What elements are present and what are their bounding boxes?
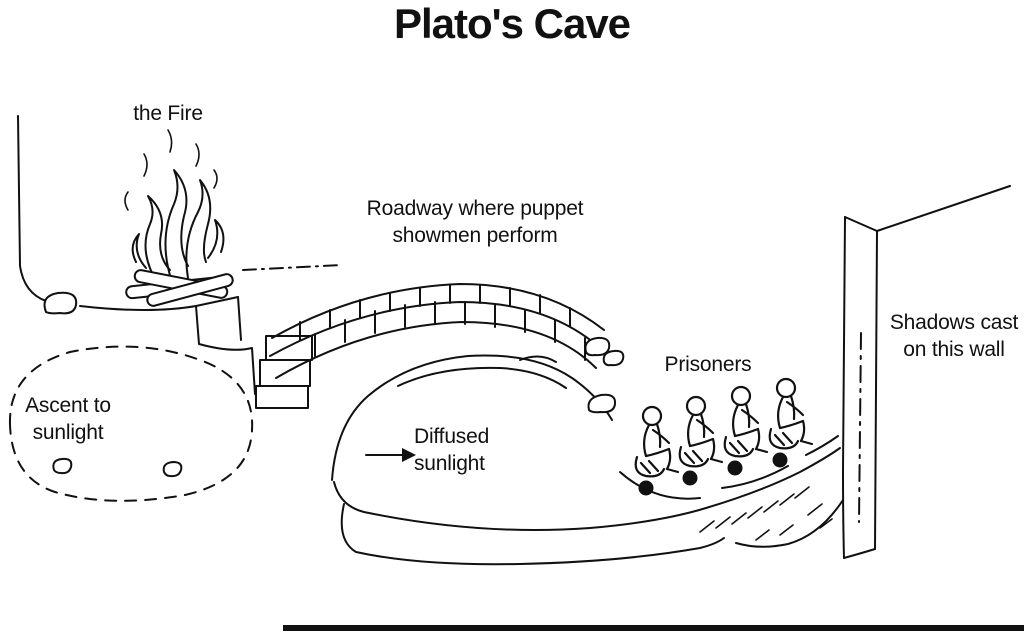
- ascent-label-line1: Ascent to: [25, 394, 111, 417]
- brick-dividers-row1: [299, 284, 571, 341]
- prisoner-figure: [634, 405, 680, 497]
- bridge-left-blocks: [255, 335, 313, 409]
- wall-top-edge: [844, 216, 878, 232]
- ascent-path: [8, 345, 254, 502]
- roadway-label-line1: Roadway where puppet: [366, 197, 584, 220]
- arrow-right-icon: [365, 448, 416, 462]
- fire-drawing: [124, 129, 234, 307]
- arrow-head: [402, 448, 416, 462]
- mound-texture: [397, 355, 567, 389]
- ascent-label-line2: sunlight: [32, 421, 104, 444]
- bottom-border-line: [283, 625, 1024, 631]
- prisoner-figure: [678, 395, 724, 487]
- bridge-bottom-arc: [275, 321, 597, 379]
- ledge-dashdot-line: [242, 264, 343, 271]
- page-title: Plato's Cave: [393, 0, 631, 47]
- wall-outer-edge: [842, 216, 846, 559]
- slope-hatching: [699, 486, 833, 541]
- mound-outline: [331, 354, 613, 481]
- diffused-label-line1: Diffused: [414, 425, 490, 448]
- wall-floor-junction: [735, 499, 844, 548]
- wall-base: [843, 548, 876, 559]
- prisoners-group: [587, 377, 839, 541]
- wall-inner-edge: [874, 230, 878, 550]
- diffused-label-line2: sunlight: [414, 452, 485, 475]
- ascent-label: Ascent to sunlight: [12, 392, 124, 446]
- shadows-label: Shadows cast on this wall: [884, 309, 1024, 363]
- spark-strokes: [124, 129, 218, 211]
- prisoners-label-text: Prisoners: [664, 353, 752, 376]
- wall-top-right-line: [876, 185, 1011, 232]
- left-wall-and-ledge: [17, 115, 343, 402]
- cave-floor: [333, 447, 841, 566]
- bridge-right-rubble: [584, 336, 625, 367]
- left-wall-edge: [17, 115, 47, 302]
- ascent-rocks: [52, 457, 183, 478]
- shadows-label-line2: on this wall: [903, 338, 1005, 361]
- prisoners-ground-lines: [619, 435, 839, 500]
- floor-top-line: [333, 447, 841, 531]
- fire-label-text: the Fire: [133, 102, 203, 125]
- ledge-corner: [237, 296, 242, 341]
- rock-above-prisoners: [587, 393, 617, 414]
- shadows-label-line1: Shadows cast: [889, 311, 1019, 334]
- prisoners-label: Prisoners: [650, 351, 766, 378]
- shadow-wall: [735, 185, 1011, 559]
- brick-dividers-row2: [314, 301, 586, 361]
- ledge-surface: [79, 296, 239, 311]
- fire-label: the Fire: [118, 100, 218, 127]
- flame-strokes: [131, 169, 225, 285]
- cave-mound: [331, 354, 613, 481]
- floor-lower-outline: [340, 503, 725, 566]
- roadway-label-line2: showmen perform: [392, 224, 558, 247]
- bridge-roadway: [255, 283, 625, 409]
- wall-dashdot-centerline: [858, 332, 862, 523]
- ledge-rock: [43, 291, 78, 315]
- roadway-label: Roadway where puppet showmen perform: [340, 195, 610, 249]
- bridge-mid-arc: [269, 301, 601, 357]
- fire-logs: [125, 269, 234, 307]
- ascent-dashed-outline: [8, 345, 254, 502]
- bridge-top-arc: [271, 283, 605, 339]
- prisoner-figure: [723, 385, 769, 477]
- diffused-label: Diffused sunlight: [414, 423, 534, 477]
